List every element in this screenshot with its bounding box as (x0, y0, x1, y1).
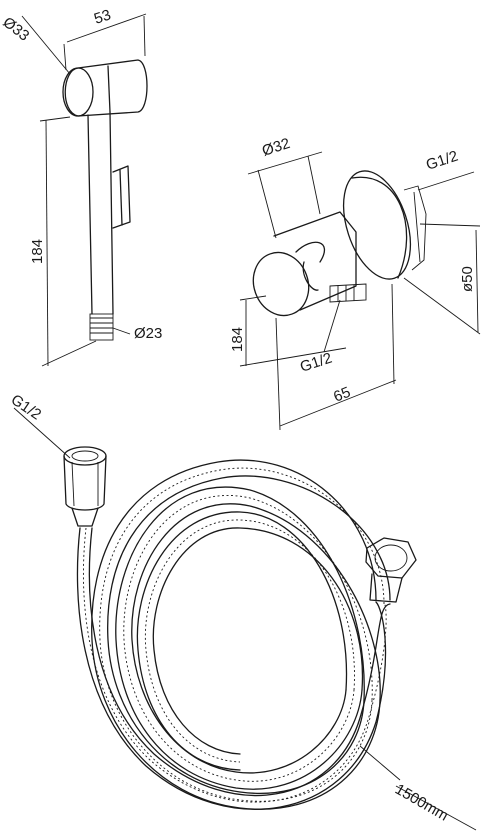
dim-holder-inlet-diameter: Ø32 (260, 135, 292, 160)
dim-holder-thread: G1/2 (424, 148, 460, 174)
hose (13, 407, 477, 831)
dim-holder-flange-diameter: ø50 (459, 266, 476, 292)
dim-spray-length: 184 (29, 239, 46, 264)
hand-shower (21, 13, 148, 367)
shower-thread (89, 313, 114, 341)
wall-holder (239, 151, 481, 431)
hose-nut-left-top (63, 446, 107, 466)
dim-holder-depth: 65 (331, 384, 353, 406)
hose-nut-right (365, 537, 417, 579)
hose-coil (76, 459, 391, 810)
dim-head-length: 53 (92, 6, 113, 27)
shower-head-outline (64, 59, 148, 117)
holder-flange (342, 170, 412, 280)
dim-hose-length: 1500mm (392, 781, 451, 825)
dim-holder-offset: 184 (229, 327, 246, 352)
dim-head-diameter: Ø33 (0, 14, 32, 45)
dim-holder-outlet-thread: G1/2 (298, 350, 334, 376)
shower-head-face (62, 67, 94, 117)
holder-cradle (252, 251, 310, 317)
holder-outlet-thread (329, 283, 367, 303)
dim-thread-diameter: Ø23 (134, 325, 162, 342)
